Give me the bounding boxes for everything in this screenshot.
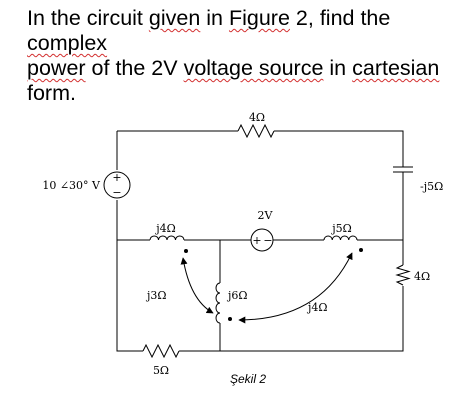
capacitor bbox=[393, 166, 413, 192]
label-inductor-j4: j4Ω bbox=[154, 222, 176, 235]
inductor-j5-right bbox=[323, 235, 358, 241]
voltage-source-2v bbox=[250, 228, 274, 252]
label-inductor-j6: j6Ω bbox=[226, 289, 248, 302]
mutual-arrow-right bbox=[238, 252, 353, 324]
label-inductor-j5: j5Ω bbox=[330, 222, 352, 235]
inductor-j4-left bbox=[149, 235, 185, 241]
source-2v-minus: − bbox=[263, 234, 272, 247]
source-2v-plus: + bbox=[252, 234, 261, 247]
resistor-right bbox=[395, 264, 411, 286]
label-r-right: 4Ω bbox=[414, 270, 430, 283]
voltage-source-left-plus: + bbox=[112, 171, 121, 184]
resistor-top bbox=[237, 123, 275, 139]
label-v-source: 10 ∠30° V bbox=[42, 179, 101, 192]
label-mutual-j3: j3Ω bbox=[145, 289, 167, 302]
voltage-source-left-minus: − bbox=[112, 186, 121, 199]
resistor-bottom bbox=[142, 343, 180, 359]
question-line-1: In the circuit given in Figure 2, find t… bbox=[27, 6, 391, 55]
label-capacitor: -j5Ω bbox=[420, 180, 443, 193]
label-r-top: 4Ω bbox=[249, 111, 265, 124]
label-mutual-j4: j4Ω bbox=[306, 301, 328, 314]
figure-caption: Şekil 2 bbox=[230, 372, 267, 386]
label-r-bottom: 5Ω bbox=[153, 364, 169, 377]
inductor-j6-center bbox=[215, 282, 221, 324]
dot-left bbox=[184, 249, 188, 253]
label-source-2v: 2V bbox=[258, 209, 274, 222]
circuit-wires bbox=[116, 130, 404, 352]
question-line-3: form. bbox=[27, 81, 76, 105]
dot-center bbox=[228, 317, 232, 321]
question-text: In the circuit given in Figure 2, find t… bbox=[27, 6, 467, 106]
dot-right bbox=[359, 248, 363, 252]
question-line-2: power of the 2V voltage source in cartes… bbox=[27, 56, 440, 80]
voltage-source-left bbox=[103, 171, 131, 199]
mutual-arrow-left bbox=[180, 257, 214, 314]
